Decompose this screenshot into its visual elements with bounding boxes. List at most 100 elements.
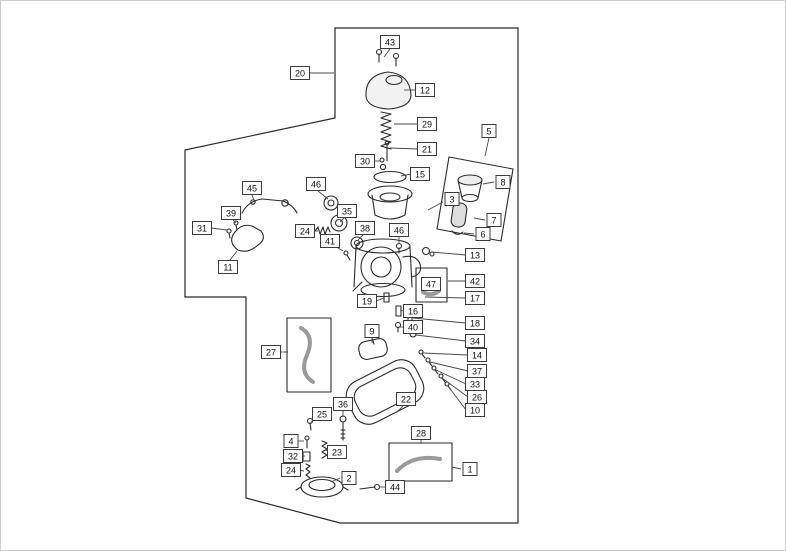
callout-box bbox=[385, 480, 405, 494]
callout-25: 25 bbox=[312, 407, 332, 421]
part-pilot-screw bbox=[343, 250, 351, 261]
callout-box bbox=[281, 463, 301, 477]
part-screw-44 bbox=[359, 483, 381, 491]
hose-box-28 bbox=[388, 442, 453, 482]
callout-15: 15 bbox=[410, 167, 430, 181]
callout-43: 43 bbox=[380, 35, 400, 49]
callout-35: 35 bbox=[337, 204, 357, 218]
callout-14: 14 bbox=[467, 348, 487, 362]
callout-4: 4 bbox=[283, 434, 299, 448]
callout-number: 3 bbox=[449, 195, 454, 205]
callout-32: 32 bbox=[283, 449, 303, 463]
part-float bbox=[358, 337, 388, 360]
callout-17: 17 bbox=[465, 291, 485, 305]
callout-box bbox=[465, 316, 485, 330]
part-clip bbox=[451, 230, 464, 235]
callout-box bbox=[415, 83, 435, 97]
callout-box bbox=[417, 142, 437, 156]
callout-46a: 46 bbox=[306, 177, 326, 191]
callout-47: 47 bbox=[421, 277, 441, 291]
callout-number: 2 bbox=[346, 474, 351, 484]
callout-number: 46 bbox=[311, 180, 321, 190]
callout-box bbox=[364, 324, 380, 338]
part-return-spring bbox=[314, 226, 331, 235]
callout-28: 28 bbox=[411, 426, 431, 440]
callout-7: 7 bbox=[486, 213, 502, 227]
callout-box bbox=[486, 213, 502, 227]
callout-30: 30 bbox=[355, 154, 375, 168]
callout-number: 5 bbox=[486, 127, 491, 137]
part-bowl-screw bbox=[339, 415, 347, 441]
callout-5: 5 bbox=[481, 124, 497, 138]
callout-box bbox=[327, 445, 347, 459]
callout-21: 21 bbox=[417, 142, 437, 156]
callout-46b: 46 bbox=[389, 223, 409, 237]
part-spring-24 bbox=[305, 463, 311, 479]
callout-number: 47 bbox=[426, 280, 436, 290]
callout-box bbox=[421, 277, 441, 291]
part-carburetor-body bbox=[352, 238, 422, 298]
callout-number: 20 bbox=[295, 69, 305, 79]
callout-box bbox=[403, 304, 423, 318]
part-float-bowl bbox=[295, 476, 349, 498]
callout-6: 6 bbox=[475, 227, 491, 241]
part-spring-23 bbox=[321, 440, 328, 459]
part-bowl-gasket bbox=[345, 359, 425, 425]
callout-number: 46 bbox=[394, 226, 404, 236]
callout-number: 23 bbox=[332, 448, 342, 458]
callout-number: 27 bbox=[266, 348, 276, 358]
callout-box bbox=[341, 471, 357, 485]
callout-box bbox=[355, 221, 375, 235]
callout-box bbox=[462, 462, 478, 476]
callout-number: 31 bbox=[197, 224, 207, 234]
callout-number: 32 bbox=[288, 452, 298, 462]
callout-number: 39 bbox=[226, 209, 236, 219]
callout-number: 41 bbox=[325, 237, 335, 247]
callout-number: 13 bbox=[470, 251, 480, 261]
callout-box bbox=[320, 234, 340, 248]
callout-number: 12 bbox=[420, 86, 430, 96]
callout-box bbox=[467, 348, 487, 362]
callout-38: 38 bbox=[355, 221, 375, 235]
callout-box bbox=[290, 66, 310, 80]
callout-29: 29 bbox=[417, 117, 437, 131]
callout-number: 6 bbox=[480, 230, 485, 240]
callout-number: 15 bbox=[415, 170, 425, 180]
callout-42: 42 bbox=[465, 274, 485, 288]
callout-number: 7 bbox=[491, 216, 496, 226]
callout-number: 44 bbox=[390, 483, 400, 493]
callout-number: 30 bbox=[360, 157, 370, 167]
callout-box bbox=[465, 334, 485, 348]
part-jet-holder bbox=[394, 321, 402, 333]
callout-37: 37 bbox=[467, 364, 487, 378]
callout-36: 36 bbox=[333, 397, 353, 411]
callout-10: 10 bbox=[465, 403, 485, 417]
detail-box-fuel-parts bbox=[436, 156, 514, 242]
part-choke-ring bbox=[323, 195, 339, 211]
callout-number: 35 bbox=[342, 207, 352, 217]
callout-box bbox=[465, 291, 485, 305]
callout-number: 21 bbox=[422, 145, 432, 155]
part-vacuum-spring bbox=[380, 111, 392, 150]
callout-box bbox=[411, 426, 431, 440]
part-bracket bbox=[231, 224, 264, 252]
callout-number: 16 bbox=[408, 307, 418, 317]
callout-34: 34 bbox=[465, 334, 485, 348]
callout-number: 24 bbox=[286, 466, 296, 476]
callout-box bbox=[333, 397, 353, 411]
callout-number: 34 bbox=[470, 337, 480, 347]
callout-box bbox=[396, 392, 416, 406]
part-cover-screws bbox=[375, 48, 400, 67]
part-main-jet bbox=[383, 292, 390, 303]
callout-number: 19 bbox=[362, 297, 372, 307]
callout-box bbox=[261, 345, 281, 359]
callout-number: 33 bbox=[470, 380, 480, 390]
callout-41: 41 bbox=[320, 234, 340, 248]
callout-19: 19 bbox=[357, 294, 377, 308]
callout-number: 10 bbox=[470, 406, 480, 416]
callout-box bbox=[337, 204, 357, 218]
callout-number: 36 bbox=[338, 400, 348, 410]
callout-number: 18 bbox=[470, 319, 480, 329]
callout-box bbox=[465, 403, 485, 417]
